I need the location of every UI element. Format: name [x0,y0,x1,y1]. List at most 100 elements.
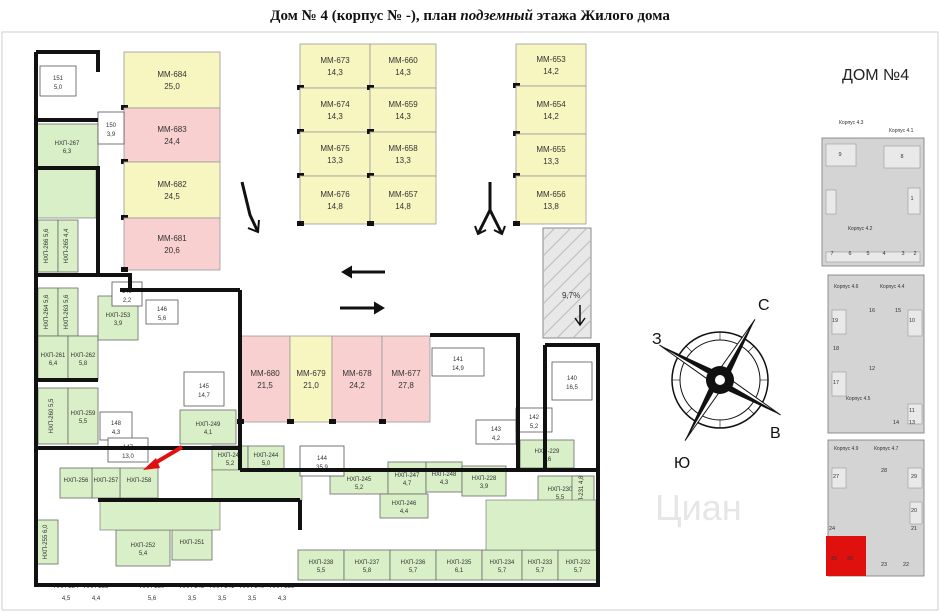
parking-space-area: 13,8 [543,202,559,211]
storage-cell-area: 3,9 [114,321,123,327]
minimap-block-number: 3 [901,251,904,257]
storage-cell[interactable]: НХП-263 5,6 [57,287,79,337]
storage-cell-id: НХП-247 [395,473,420,479]
minimap-block-number: 27 [833,474,839,480]
parking-space-area: 20,6 [164,246,180,255]
storage-cell-area: 6,1 [455,568,464,574]
parking-space-id: ММ-674 [320,100,350,109]
parking-space-id: ММ-655 [536,145,566,154]
technical-rooms: 1515,01503,91492,21465,614514,71484,3147… [39,65,593,477]
minimap-block-number: 4 [882,251,885,257]
parking-space-id: ММ-678 [342,369,372,378]
minimap-block-label: Корпус 4.1 [889,128,914,134]
room-area: 5,2 [530,424,539,430]
storage-area [35,167,97,219]
storage-cell-id: НХП-236 [401,560,426,566]
storage-cell-id: НХП-245 [347,477,372,483]
room-id: 141 [453,357,464,363]
minimap-block-label: Корпус 4.7 [874,446,899,452]
storage-cell[interactable]: НХП-258 [119,467,159,499]
storage-cell[interactable]: НХП-257 [91,467,121,499]
storage-cell-id: НХП-265 4,4 [64,228,70,263]
svg-text:3,5: 3,5 [188,596,197,602]
storage-cell[interactable]: НХП-236 5,7 [389,549,437,581]
storage-cell[interactable]: НХП-251 [171,529,213,561]
storage-area [211,469,303,501]
minimap-block-number: 11 [909,408,915,414]
parking-space-area: 13,3 [395,156,411,165]
storage-cell-area: 5,2 [226,461,235,467]
storage-cell[interactable]: НХП-264 5,6 [37,287,59,337]
svg-text:3,5: 3,5 [218,596,227,602]
storage-cell-id: НХП-246 [392,501,417,507]
parking-space-id: ММ-680 [250,369,280,378]
storage-cell[interactable]: НХП-265 4,4 [57,219,79,273]
plan-frame [1,31,939,611]
storage-cell-id: НХП-252 [131,543,156,549]
storage-cell[interactable]: НХП-256 [59,467,93,499]
storage-cell[interactable]: НХП-260 5,5 [37,387,69,445]
storage-cell[interactable]: НХП-255 6,0 [35,519,59,565]
storage-cell-id: НХП-255 6,0 [43,524,49,559]
parking-space-area: 14,2 [543,67,559,76]
storage-cell-id: НХП-260 5,5 [49,398,55,433]
parking-space-area: 27,8 [398,381,414,390]
storage-area [99,499,221,531]
storage-cell-area: 5,7 [409,568,418,574]
parking-space-area: 14,3 [395,68,411,77]
storage-cell[interactable]: НХП-266 5,6 [37,219,59,273]
storage-cell-id: НХП-234 [490,560,515,566]
storage-cell-area: 4,6 [543,457,552,463]
room-id: 148 [111,421,122,427]
svg-text:4,5: 4,5 [62,596,71,602]
minimap-block-number: 9 [838,152,841,158]
house-minimap: ДОМ №4 Корпус 4.3 Корпус 4.1 Корпус 4.2 … [655,67,925,577]
minimap-block-number: 23 [881,562,887,568]
compass-south-label: Ю [674,455,690,472]
parking-space-area: 14,2 [543,112,559,121]
arrow-fork-icon [476,182,504,235]
storage-cell-id: НХП-228 [472,476,497,482]
arrow-down-left-icon [240,181,260,233]
room-id: 144 [317,456,328,462]
